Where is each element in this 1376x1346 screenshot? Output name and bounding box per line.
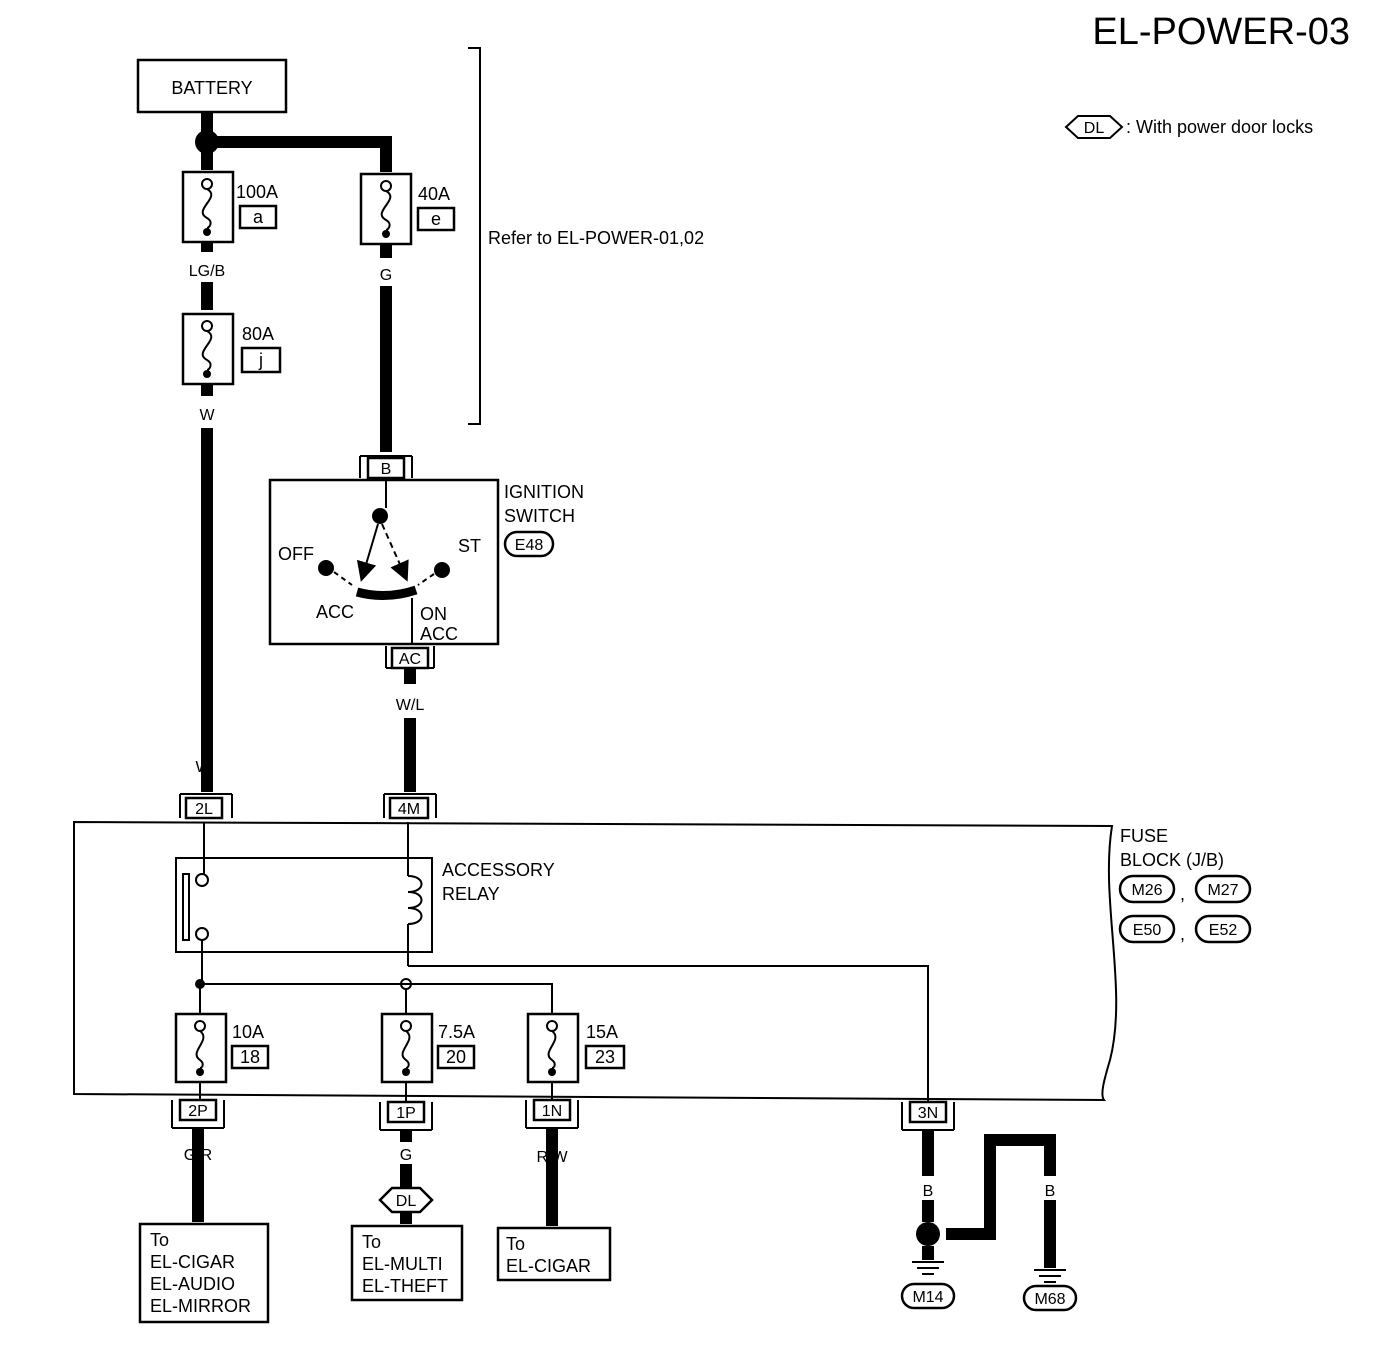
svg-text:3N: 3N [918, 1105, 938, 1122]
terminal-1p: 1P [379, 1100, 433, 1131]
svg-text:To: To [362, 1232, 381, 1252]
reference-bracket: Refer to EL-POWER-01,02 [468, 47, 704, 425]
fuse-40a: 40A e [359, 172, 456, 246]
svg-text:EL-CIGAR: EL-CIGAR [150, 1252, 235, 1272]
dl-hexagon-icon [378, 1186, 434, 1214]
accessory-relay: ACCESSORY RELAY [175, 822, 929, 1102]
wire-label-lgb: LG/B [189, 263, 225, 280]
svg-text:2P: 2P [188, 1103, 208, 1120]
wire-label-g-top: G [380, 267, 392, 284]
terminal-1n: 1N [525, 1098, 579, 1129]
svg-text:M68: M68 [1034, 1291, 1065, 1308]
page-title: EL-POWER-03 [1092, 11, 1350, 53]
connector-sep-1: , [1180, 884, 1185, 904]
fuse-10a: 10A 18 [174, 1012, 270, 1102]
fuse-block-label-1: FUSE [1120, 826, 1168, 846]
wire-label-g-bottom: G [400, 1147, 412, 1164]
fuse-7-5a-id: 20 [446, 1047, 466, 1067]
svg-text:4M: 4M [398, 801, 420, 818]
ignition-label-1: IGNITION [504, 482, 584, 502]
terminal-3n: 3N [901, 1100, 955, 1131]
connector-m26: M26 [1131, 882, 1162, 899]
relay-label-1: ACCESSORY [442, 860, 555, 880]
switch-pos-off: OFF [278, 544, 314, 564]
svg-text:EL-CIGAR: EL-CIGAR [506, 1256, 591, 1276]
fuse-40a-rating: 40A [418, 184, 450, 204]
fuse-80a-rating: 80A [242, 324, 274, 344]
svg-text:To: To [150, 1230, 169, 1250]
legend-text: : With power door locks [1126, 117, 1313, 137]
legend-symbol: DL [1084, 120, 1105, 137]
ground-m68: M68 [1022, 1269, 1078, 1312]
fuse-10a-rating: 10A [232, 1022, 264, 1042]
ignition-pin-b: B [381, 461, 392, 478]
internal-bus [195, 978, 553, 1018]
relay-label-2: RELAY [442, 884, 500, 904]
svg-text:2L: 2L [195, 801, 213, 818]
ignition-connector: E48 [515, 537, 544, 554]
wire-label-wl: W/L [396, 697, 425, 714]
thick-wires [192, 112, 1056, 1268]
fuse-block-connectors: M26 , M27 E50 , E52 [1118, 874, 1252, 944]
svg-text:EL-THEFT: EL-THEFT [362, 1276, 448, 1296]
battery-junction-dot [195, 130, 219, 154]
wire-label-rw: R/W [536, 1149, 568, 1166]
destination-box-1: To EL-CIGAR EL-AUDIO EL-MIRROR [138, 1222, 270, 1324]
connector-e50: E50 [1133, 922, 1162, 939]
battery-label: BATTERY [171, 78, 252, 98]
legend: DL : With power door locks [1064, 115, 1313, 139]
fuse-100a: 100A a [181, 170, 278, 244]
svg-text:1P: 1P [396, 1105, 416, 1122]
svg-text:DL: DL [396, 1193, 417, 1210]
ignition-label-2: SWITCH [504, 506, 575, 526]
ignition-pin-ac: AC [399, 651, 421, 668]
ignition-switch: B OFF ST ACC ON ACC IGNITION SWITCH E48 … [268, 455, 584, 670]
svg-text:EL-AUDIO: EL-AUDIO [150, 1274, 235, 1294]
fuse-block-label-2: BLOCK (J/B) [1120, 850, 1224, 870]
battery: BATTERY [136, 58, 288, 114]
destination-box-2: To EL-MULTI EL-THEFT [350, 1224, 464, 1302]
fuse-block-outline [73, 820, 1118, 1102]
switch-pos-st: ST [458, 536, 481, 556]
wire-label-w-upper: W [199, 407, 215, 424]
fuse-15a-id: 23 [595, 1047, 615, 1067]
connector-e52: E52 [1209, 922, 1238, 939]
terminal-2p: 2P [171, 1098, 225, 1129]
terminal-2l: 2L [179, 793, 233, 820]
connector-sep-2: , [1180, 924, 1185, 944]
fuse-15a-rating: 15A [586, 1022, 618, 1042]
svg-text:1N: 1N [542, 1103, 562, 1120]
wire-label-gr: G/R [184, 1147, 212, 1164]
switch-pos-on-acc: ACC [420, 624, 458, 644]
fuse-80a-id: j [258, 350, 263, 370]
connector-m27: M27 [1207, 882, 1238, 899]
switch-pos-on: ON [420, 604, 447, 624]
dl-tag: DL [378, 1186, 434, 1214]
svg-text:M14: M14 [912, 1289, 943, 1306]
fuse-100a-id: a [253, 207, 264, 227]
fuse-100a-rating: 100A [236, 182, 278, 202]
switch-pos-acc: ACC [316, 602, 354, 622]
wire-label-b3: B [1045, 1183, 1056, 1200]
fuse-80a: 80A j [181, 312, 282, 386]
dl-hexagon-icon [1064, 115, 1124, 139]
fuse-7-5a: 7.5A 20 [380, 1012, 476, 1102]
reference-note: Refer to EL-POWER-01,02 [488, 228, 704, 248]
fuse-7-5a-rating: 7.5A [438, 1022, 475, 1042]
terminal-4m: 4M [383, 793, 437, 820]
fuse-10a-id: 18 [240, 1047, 260, 1067]
ground-m14: M14 [900, 1222, 956, 1310]
fuse-15a: 15A 23 [526, 1012, 626, 1102]
fuse-40a-id: e [431, 209, 441, 229]
svg-text:EL-MULTI: EL-MULTI [362, 1254, 443, 1274]
destination-box-3: To EL-CIGAR [496, 1226, 612, 1282]
svg-text:To: To [506, 1234, 525, 1254]
wire-label-b1: B [923, 1183, 934, 1200]
svg-text:EL-MIRROR: EL-MIRROR [150, 1296, 251, 1316]
wire-label-w-lower: W [195, 759, 211, 776]
wire-label-b2: B [985, 1183, 996, 1200]
